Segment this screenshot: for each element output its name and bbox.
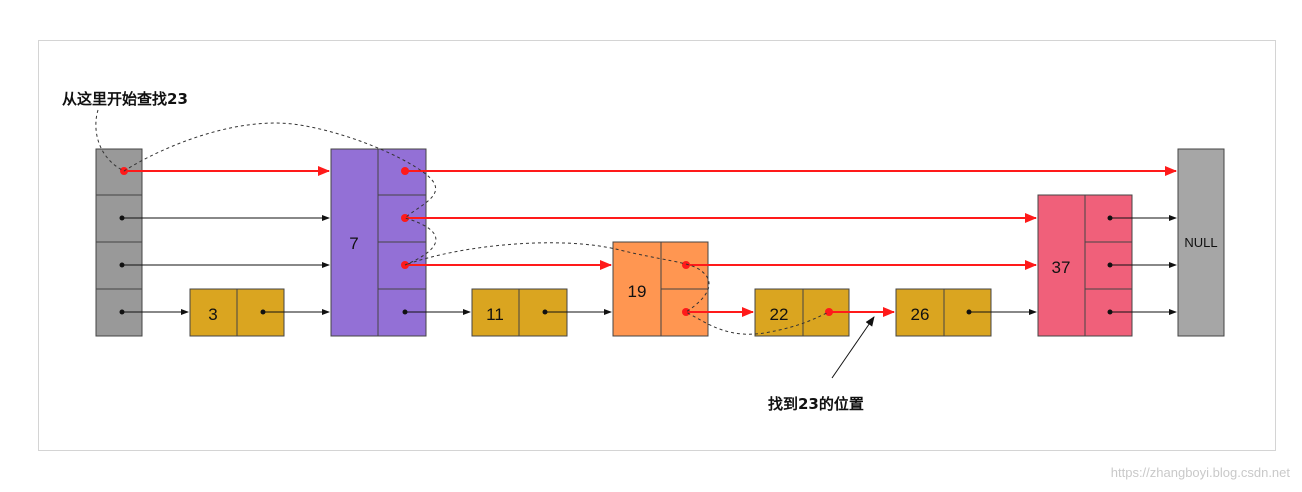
node-26-value: 26 bbox=[911, 305, 930, 324]
pointer-dots bbox=[119, 215, 1113, 315]
pointer-arrows bbox=[122, 215, 1177, 315]
node-11-value: 11 bbox=[486, 305, 504, 324]
found-annotation: 找到23的位置 bbox=[768, 395, 864, 413]
search-path bbox=[124, 166, 1177, 317]
search-trail-dashed bbox=[95, 109, 830, 335]
node-22-value: 22 bbox=[770, 305, 789, 324]
node-3-value: 3 bbox=[208, 305, 217, 324]
node-7-value: 7 bbox=[349, 234, 358, 253]
node-37-value: 37 bbox=[1052, 258, 1071, 277]
node-19: 19 bbox=[612, 241, 709, 337]
null-label: NULL bbox=[1184, 235, 1217, 250]
node-19-value: 19 bbox=[628, 282, 647, 301]
start-annotation: 从这里开始查找23 bbox=[62, 90, 188, 108]
node-7: 7 bbox=[330, 148, 427, 337]
watermark: https://zhangboyi.blog.csdn.net bbox=[1111, 465, 1291, 480]
null-node: NULL bbox=[1177, 148, 1225, 337]
found-annotation-arrow bbox=[831, 316, 875, 379]
node-3: 3 bbox=[189, 288, 285, 337]
head-node bbox=[95, 148, 143, 337]
